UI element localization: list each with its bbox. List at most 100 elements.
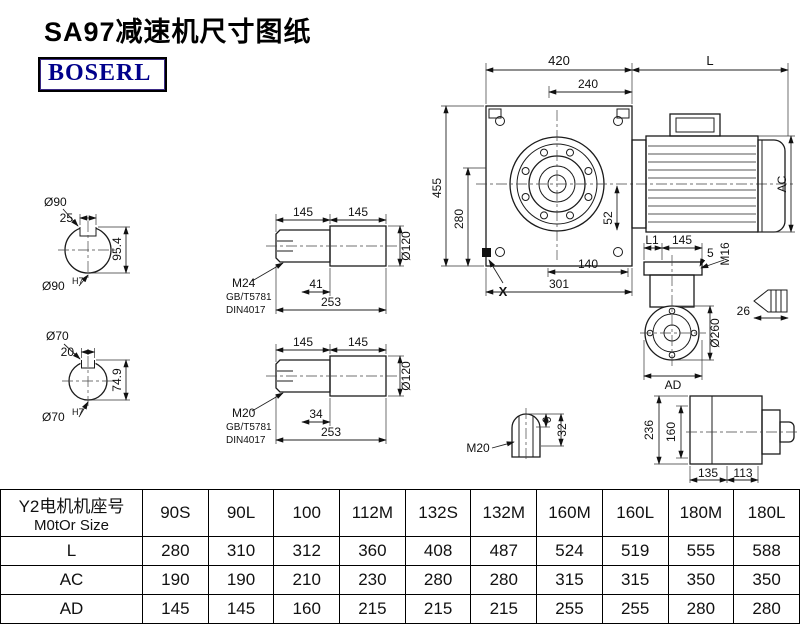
column-header: 180L bbox=[733, 489, 800, 537]
dim-95-4: 95.4 bbox=[110, 237, 124, 261]
shaft-detail-bottom: 145 145 Ø120 M20 GB/T5781 DIN4017 34 253 bbox=[226, 335, 413, 446]
shaft-key-detail: 6 32 M20 bbox=[466, 408, 569, 462]
table-cell: 519 bbox=[601, 536, 669, 566]
dim-L: L bbox=[706, 53, 713, 68]
dim-26: 26 bbox=[737, 304, 751, 318]
dim-5: 5 bbox=[707, 246, 714, 260]
dim-bore-90-tol: H7 bbox=[72, 276, 84, 286]
dim-bore-70-tol: H7 bbox=[72, 407, 84, 417]
dim-34: 34 bbox=[309, 407, 323, 421]
dim-bore-70: Ø70 bbox=[42, 410, 65, 424]
column-header: 90S bbox=[142, 489, 209, 537]
dim-145-side: 145 bbox=[672, 233, 692, 247]
standard-gb-bottom: GB/T5781 bbox=[226, 422, 272, 433]
dim-key-25: 25 bbox=[60, 211, 74, 225]
table-cell: 145 bbox=[207, 594, 275, 624]
table-cell: 190 bbox=[142, 565, 209, 595]
dim-260: Ø260 bbox=[708, 318, 722, 348]
table-cell: 280 bbox=[470, 565, 538, 595]
column-header: 90L bbox=[207, 489, 275, 537]
column-header: 132S bbox=[404, 489, 472, 537]
dim-145a-bottom: 145 bbox=[293, 335, 313, 349]
row-label-AC: AC bbox=[0, 565, 143, 595]
shaft-end-view-70: Ø70 20 74.9 Ø70 H7 bbox=[42, 329, 130, 424]
table-row-L: L 280 310 312 360 408 487 524 519 555 58… bbox=[0, 536, 800, 566]
table-cell: 145 bbox=[142, 594, 209, 624]
table-cell: 210 bbox=[273, 565, 341, 595]
dim-L1: L1 bbox=[645, 233, 659, 247]
dim-thread-m20: M20 bbox=[232, 406, 256, 420]
dim-455: 455 bbox=[430, 178, 444, 198]
column-header: 132M bbox=[470, 489, 538, 537]
dim-M16: M16 bbox=[718, 242, 732, 266]
table-cell: 230 bbox=[339, 565, 406, 595]
dim-253-top: 253 bbox=[321, 295, 341, 309]
dim-41: 41 bbox=[309, 277, 323, 291]
table-cell: 315 bbox=[536, 565, 603, 595]
technical-drawing: 420 L 240 455 280 52 AC 140 301 X bbox=[42, 53, 798, 483]
dim-AD: AD bbox=[665, 378, 682, 392]
gearbox-front-view bbox=[476, 105, 794, 267]
dim-M20-detail: M20 bbox=[466, 441, 490, 455]
dim-X: X bbox=[499, 284, 508, 299]
table-cell: 280 bbox=[142, 536, 209, 566]
table-cell: 215 bbox=[470, 594, 538, 624]
table-cell: 487 bbox=[470, 536, 538, 566]
table-cell: 280 bbox=[733, 594, 800, 624]
shaft-detail-top: 145 145 Ø120 M24 GB/T5781 DIN4017 41 253 bbox=[226, 205, 413, 316]
dim-32: 32 bbox=[555, 423, 569, 437]
brand-logo: BOSERL bbox=[38, 57, 168, 92]
motor-size-header-line2: M0tOr Size bbox=[33, 517, 109, 534]
table-row-AC: AC 190 190 210 230 280 280 315 315 350 3… bbox=[0, 565, 800, 595]
dim-bore-90: Ø90 bbox=[42, 279, 65, 293]
table-cell: 255 bbox=[601, 594, 669, 624]
dim-74-9: 74.9 bbox=[110, 368, 124, 392]
standard-din-bottom: DIN4017 bbox=[226, 435, 266, 446]
dim-145a-top: 145 bbox=[293, 205, 313, 219]
arrow-direction-marker bbox=[482, 248, 491, 257]
motor-size-header-line1: Y2电机机座号 bbox=[18, 497, 125, 516]
gearbox-front-dimensions: 420 L 240 455 280 52 AC 140 301 X bbox=[430, 53, 795, 299]
gearbox-side-view: L1 145 5 M16 Ø260 26 AD bbox=[640, 233, 789, 392]
row-label-AD: AD bbox=[0, 594, 143, 624]
dim-113: 113 bbox=[733, 466, 752, 480]
dim-135: 135 bbox=[698, 466, 718, 480]
table-cell: 160 bbox=[273, 594, 341, 624]
dim-240: 240 bbox=[578, 77, 598, 91]
column-header: 160L bbox=[601, 489, 669, 537]
dim-dia-70: Ø70 bbox=[46, 329, 69, 343]
dim-120-top: Ø120 bbox=[399, 231, 413, 261]
table-cell: 280 bbox=[667, 594, 735, 624]
table-cell: 315 bbox=[601, 565, 669, 595]
motor-size-table: Y2电机机座号 M0tOr Size 90S 90L 100 112M 132S… bbox=[0, 489, 800, 624]
dim-145b-bottom: 145 bbox=[348, 335, 368, 349]
dim-236: 236 bbox=[642, 420, 656, 440]
column-header: 160M bbox=[536, 489, 603, 537]
dim-253-bottom: 253 bbox=[321, 425, 341, 439]
brand-text: BOSERL bbox=[48, 60, 152, 86]
dim-6: 6 bbox=[540, 416, 554, 423]
dim-160: 160 bbox=[664, 422, 678, 442]
table-header-row: Y2电机机座号 M0tOr Size 90S 90L 100 112M 132S… bbox=[0, 489, 800, 537]
dim-301: 301 bbox=[549, 277, 569, 291]
table-cell: 350 bbox=[667, 565, 735, 595]
table-cell: 555 bbox=[667, 536, 735, 566]
table-cell: 310 bbox=[207, 536, 275, 566]
gearbox-rear-view: 236 160 135 113 bbox=[642, 395, 798, 483]
motor-size-header-cell: Y2电机机座号 M0tOr Size bbox=[0, 489, 143, 537]
dim-dia-90: Ø90 bbox=[44, 195, 67, 209]
table-cell: 588 bbox=[733, 536, 800, 566]
dim-AC: AC bbox=[775, 175, 789, 192]
dim-thread-m24: M24 bbox=[232, 276, 256, 290]
table-cell: 524 bbox=[536, 536, 603, 566]
dim-120-bottom: Ø120 bbox=[399, 361, 413, 391]
table-row-AD: AD 145 145 160 215 215 215 255 255 280 2… bbox=[0, 594, 800, 624]
standard-din-top: DIN4017 bbox=[226, 305, 266, 316]
table-cell: 215 bbox=[404, 594, 472, 624]
dim-145b-top: 145 bbox=[348, 205, 368, 219]
dim-52: 52 bbox=[601, 211, 615, 225]
row-label-L: L bbox=[0, 536, 143, 566]
table-cell: 360 bbox=[339, 536, 406, 566]
dim-key-20: 20 bbox=[61, 345, 75, 359]
